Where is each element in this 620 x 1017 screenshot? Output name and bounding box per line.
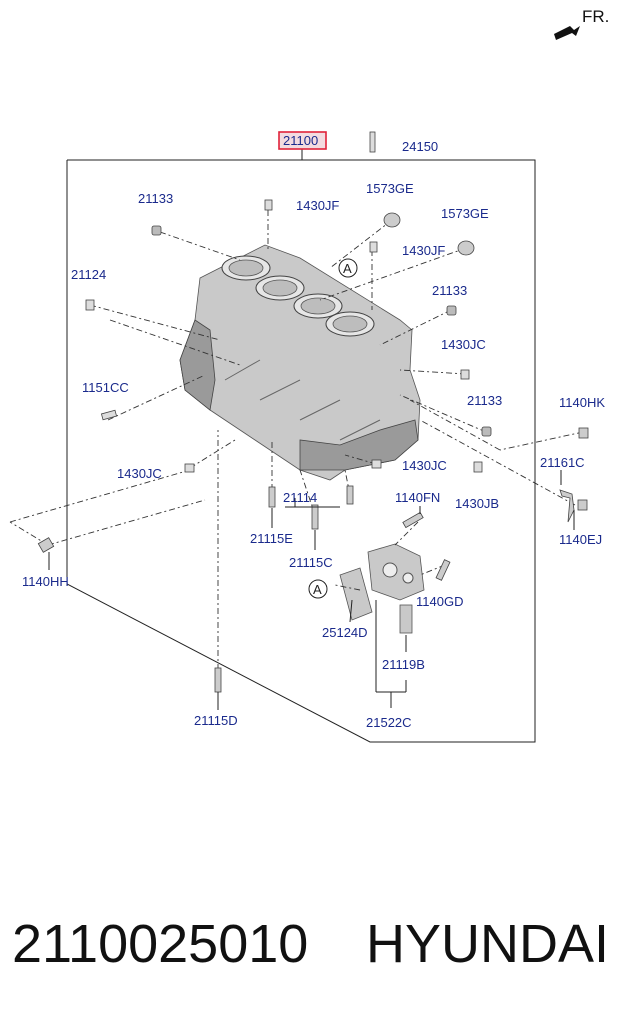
plug-icon [184, 463, 195, 473]
group-brackets [48, 470, 575, 710]
dowel-icon [85, 299, 95, 311]
callout-a-lower-label: A [313, 582, 322, 597]
part-label-21133-b[interactable]: 21133 [432, 283, 467, 298]
bolt-icon [37, 537, 55, 553]
main-part-callout[interactable]: 21100 [278, 131, 327, 150]
callout-a-upper: A [338, 258, 358, 278]
plug-icon [369, 241, 378, 253]
bolt-icon [578, 427, 589, 439]
plug-icon [460, 369, 470, 380]
callout-a-upper-label: A [343, 261, 352, 276]
part-label-21522c[interactable]: 21522C [366, 715, 412, 730]
part-label-1430jb[interactable]: 1430JB [455, 496, 499, 511]
small-parts [37, 131, 589, 693]
cap-icon [457, 240, 475, 256]
part-labels: 24150 21133 1430JF 1573GE 1573GE 1430JF … [22, 139, 605, 730]
front-arrow-icon [554, 26, 580, 40]
part-label-1140fn[interactable]: 1140FN [395, 490, 440, 505]
part-label-1140ej[interactable]: 1140EJ [559, 532, 602, 547]
bolt-icon [346, 485, 354, 505]
cap-icon [383, 212, 401, 228]
part-label-21133-c[interactable]: 21133 [467, 393, 502, 408]
callout-a-lower: A [308, 579, 328, 599]
bolt-icon [402, 511, 424, 529]
part-label-21119b[interactable]: 21119B [382, 657, 425, 672]
oil-filter-housing-illustration [339, 543, 425, 634]
front-direction-label: FR. [582, 7, 609, 26]
assembly-frame [66, 148, 536, 743]
part-label-21114[interactable]: 21114 [283, 490, 317, 505]
part-label-1430jc-b[interactable]: 1430JC [117, 466, 162, 481]
bolt-icon [577, 499, 588, 511]
part-label-1151cc[interactable]: 1151CC [82, 380, 129, 395]
footer-brand: HYUNDAI [366, 914, 609, 974]
part-label-25124d[interactable]: 25124D [322, 625, 368, 640]
part-label-1140hk[interactable]: 1140HK [559, 395, 605, 410]
plug-icon [481, 426, 492, 437]
part-label-21115c[interactable]: 21115C [289, 555, 333, 570]
main-part-highlight-box [278, 131, 327, 150]
part-label-1140hh[interactable]: 1140HH [22, 574, 69, 589]
dowel-icon [473, 461, 483, 473]
stud-icon [100, 409, 118, 421]
footer: 2110025010 HYUNDAI [12, 914, 609, 974]
bolt-icon [268, 486, 276, 508]
part-label-1430jc-c[interactable]: 1430JC [402, 458, 447, 473]
part-label-1140gd[interactable]: 1140GD [416, 594, 463, 609]
bolt-icon [311, 504, 319, 530]
front-direction-indicator: FR. [554, 7, 609, 40]
part-label-21115d[interactable]: 21115D [194, 713, 238, 728]
part-label-21124[interactable]: 21124 [71, 267, 106, 282]
part-label-24150[interactable]: 24150 [402, 139, 438, 154]
bolt-icon [435, 559, 451, 581]
part-label-1573ge-a[interactable]: 1573GE [366, 181, 414, 196]
main-part-label[interactable]: 21100 [283, 133, 318, 148]
part-label-21115e[interactable]: 21115E [250, 531, 293, 546]
part-label-1430jf-a[interactable]: 1430JF [296, 198, 339, 213]
part-label-1573ge-b[interactable]: 1573GE [441, 206, 489, 221]
plug-icon [446, 305, 457, 316]
plug-icon [371, 459, 382, 469]
cylinder-block-illustration [179, 244, 421, 481]
footer-part-number: 2110025010 [12, 914, 308, 974]
part-label-21133-a[interactable]: 21133 [138, 191, 173, 206]
plug-icon [151, 225, 162, 236]
bolt-icon [214, 667, 222, 693]
plug-icon [264, 199, 273, 211]
part-label-1430jf-b[interactable]: 1430JF [402, 243, 445, 258]
bracket-icon [559, 489, 575, 523]
bolt-icon [369, 131, 376, 153]
part-label-1430jc-a[interactable]: 1430JC [441, 337, 486, 352]
part-label-21161c[interactable]: 21161C [540, 455, 585, 470]
